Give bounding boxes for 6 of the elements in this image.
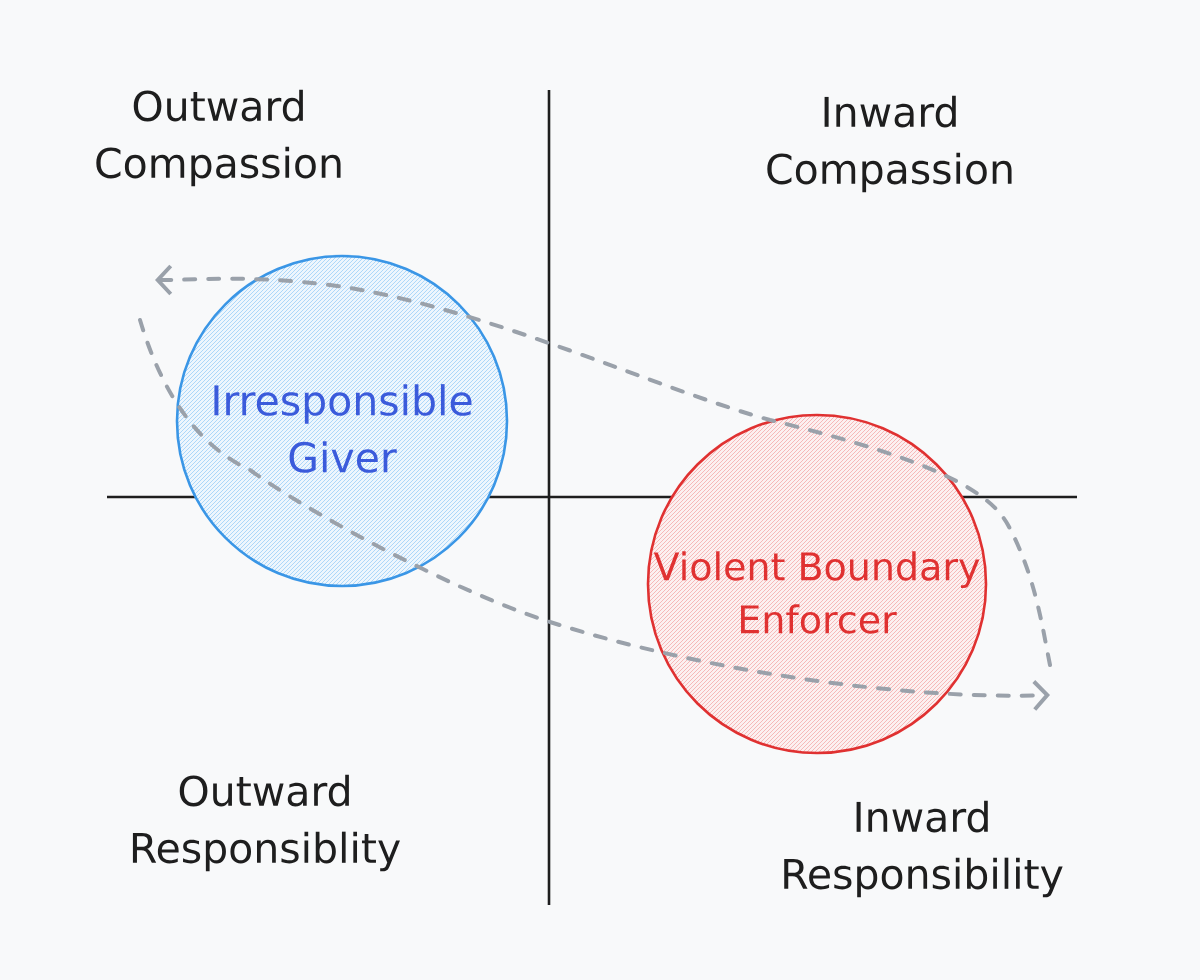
dashed-arrow	[155, 264, 1052, 667]
quadrant-label: Inward Responsibility	[784, 800, 1063, 898]
quadrant-label: Inward Compassion	[767, 95, 1012, 193]
quadrant-label: Outward Responsiblity	[132, 774, 400, 872]
quadrant-label: Outward Compassion	[96, 89, 341, 187]
dashed-arrow	[138, 318, 1050, 711]
